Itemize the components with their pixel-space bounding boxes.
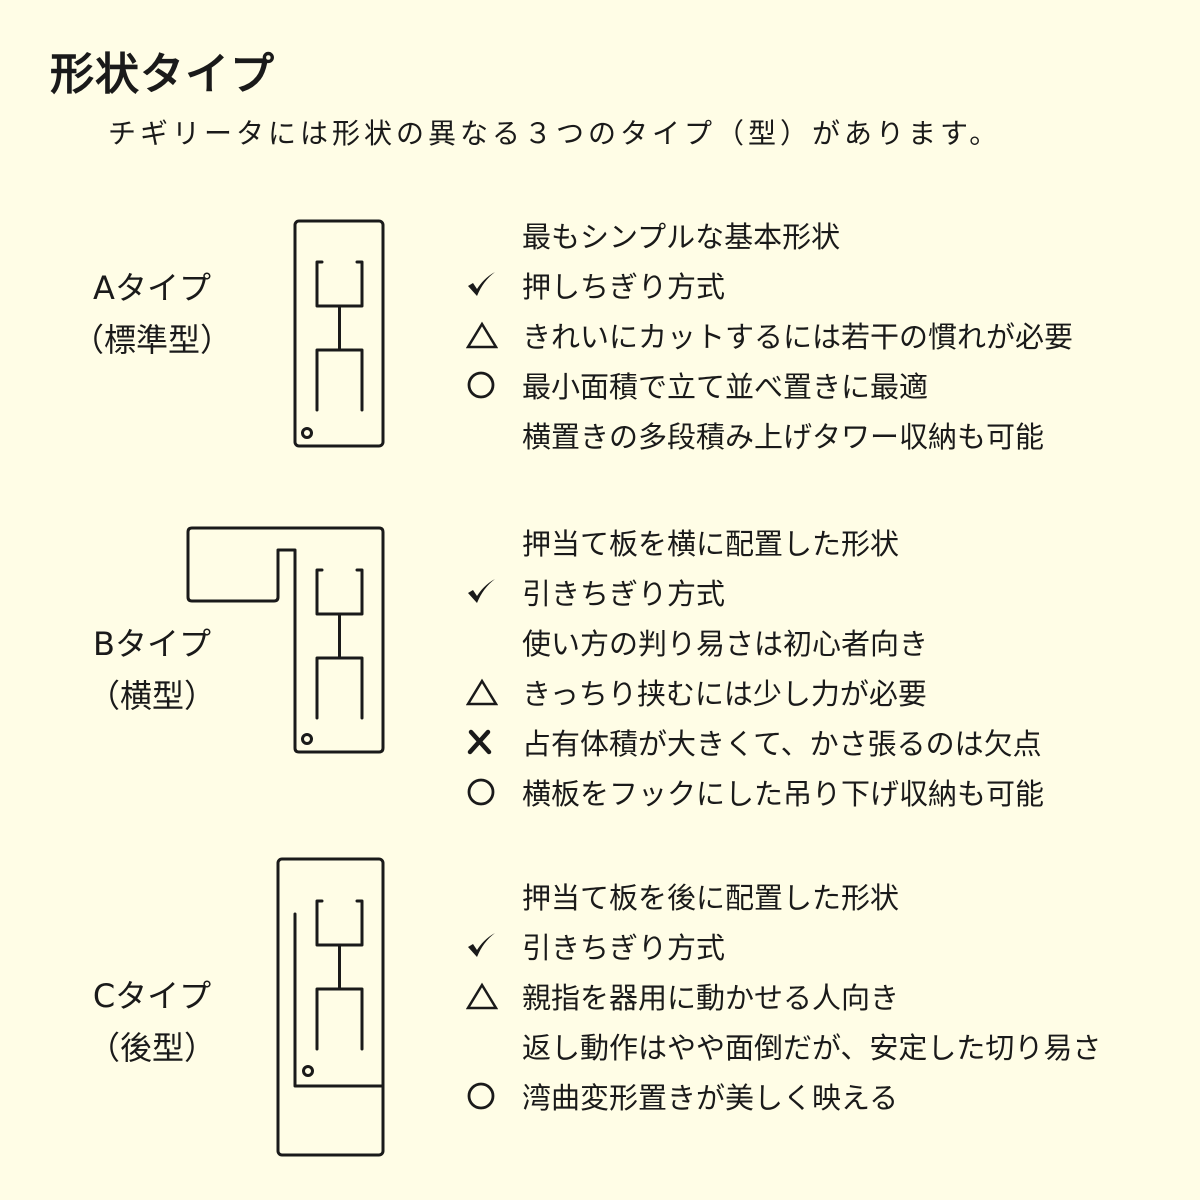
feature-text: 使い方の判り易さは初心者向き [522, 627, 929, 661]
feature-text: 親指を器用に動かせる人向き [522, 981, 900, 1015]
feature-item: 横置きの多段積み上げタワー収納も可能 [466, 410, 1073, 460]
triangle-icon [466, 310, 522, 360]
feature-item: 最もシンプルな基本形状 [466, 210, 1073, 260]
feature-text: 最もシンプルな基本形状 [522, 220, 841, 254]
feature-text: 湾曲変形置きが美しく映える [522, 1081, 899, 1115]
feature-text: 占有体積が大きくて、かさ張るのは欠点 [522, 727, 1042, 761]
circle-icon [466, 1071, 522, 1121]
circle-icon [466, 360, 522, 410]
feature-text: 押当て板を後に配置した形状 [522, 881, 900, 915]
no-mark [466, 1021, 522, 1071]
feature-item: 引きちぎり方式 [466, 567, 1044, 617]
type-c-name: Cタイプ [92, 977, 212, 1015]
type-c-shape-diagram [276, 857, 386, 1158]
feature-item: 押当て板を横に配置した形状 [466, 517, 1044, 567]
feature-item: 押しちぎり方式 [466, 260, 1073, 310]
type-a-feature-list: 最もシンプルな基本形状押しちぎり方式きれいにカットするには若干の慣れが必要最小面… [466, 210, 1073, 460]
feature-text: 押当て板を横に配置した形状 [522, 527, 900, 561]
feature-item: 返し動作はやや面倒だが、安定した切り易さ [466, 1021, 1101, 1071]
feature-text: 横置きの多段積み上げタワー収納も可能 [522, 420, 1045, 454]
type-a-name: Aタイプ [93, 269, 211, 307]
type-b-subname: （横型） [87, 677, 216, 715]
type-a-label: Aタイプ （標準型） [62, 262, 242, 366]
type-b-label: Bタイプ （横型） [62, 618, 242, 722]
triangle-icon [466, 971, 522, 1021]
type-c-feature-list: 押当て板を後に配置した形状引きちぎり方式親指を器用に動かせる人向き返し動作はやや… [466, 871, 1101, 1121]
feature-item: 押当て板を後に配置した形状 [466, 871, 1101, 921]
feature-text: きっちり挟むには少し力が必要 [522, 677, 927, 711]
feature-item: 引きちぎり方式 [466, 921, 1101, 971]
type-b-feature-list: 押当て板を横に配置した形状引きちぎり方式使い方の判り易さは初心者向ききっちり挟む… [466, 517, 1044, 817]
check-icon [466, 567, 522, 617]
feature-text: 引きちぎり方式 [522, 931, 726, 965]
feature-item: 使い方の判り易さは初心者向き [466, 617, 1044, 667]
feature-item: 占有体積が大きくて、かさ張るのは欠点 [466, 717, 1044, 767]
type-c-label: Cタイプ （後型） [62, 970, 242, 1074]
check-icon [466, 921, 522, 971]
triangle-icon [466, 667, 522, 717]
feature-text: 最小面積で立て並べ置きに最適 [522, 370, 929, 404]
type-c-subname: （後型） [87, 1029, 216, 1067]
type-b-name: Bタイプ [93, 625, 211, 663]
feature-text: 引きちぎり方式 [522, 577, 726, 611]
no-mark [466, 517, 522, 567]
cross-icon [466, 717, 522, 767]
page-subtitle: チギリータには形状の異なる３つのタイプ（型）があります。 [108, 117, 1002, 150]
type-a-subname: （標準型） [71, 321, 232, 359]
feature-item: 横板をフックにした吊り下げ収納も可能 [466, 767, 1044, 817]
feature-item: きっちり挟むには少し力が必要 [466, 667, 1044, 717]
page-title: 形状タイプ [50, 49, 275, 100]
feature-text: 横板をフックにした吊り下げ収納も可能 [522, 777, 1045, 811]
check-icon [466, 260, 522, 310]
feature-item: 最小面積で立て並べ置きに最適 [466, 360, 1073, 410]
circle-icon [466, 767, 522, 817]
feature-item: 湾曲変形置きが美しく映える [466, 1071, 1101, 1121]
feature-text: 返し動作はやや面倒だが、安定した切り易さ [522, 1031, 1102, 1065]
no-mark [466, 617, 522, 667]
no-mark [466, 871, 522, 921]
no-mark [466, 410, 522, 460]
type-a-shape-diagram [293, 219, 385, 448]
type-b-shape-diagram [186, 526, 385, 755]
feature-text: きれいにカットするには若干の慣れが必要 [522, 320, 1074, 354]
feature-item: きれいにカットするには若干の慣れが必要 [466, 310, 1073, 360]
feature-item: 親指を器用に動かせる人向き [466, 971, 1101, 1021]
no-mark [466, 210, 522, 260]
feature-text: 押しちぎり方式 [522, 270, 726, 304]
